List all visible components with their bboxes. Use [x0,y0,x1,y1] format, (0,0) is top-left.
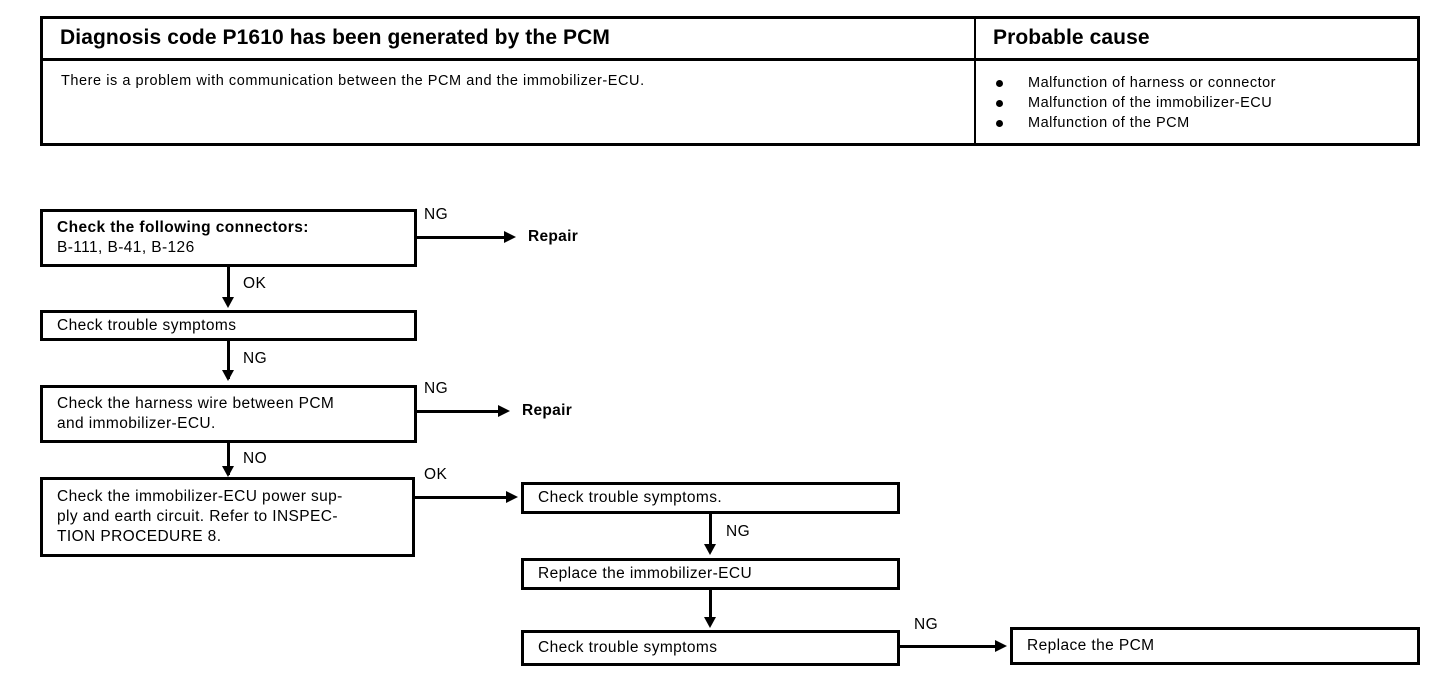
flow-terminal-repair-1: Repair [528,228,579,245]
edge-symptoms1-to-harness [227,341,230,379]
flow-node-label: Check the immobilizer-ECU power sup- ply… [57,488,343,545]
fault-description: There is a problem with communication be… [61,73,645,89]
table-header-cell-fault: Diagnosis code P1610 has been generated … [43,19,976,58]
arrowhead-down-icon [222,297,234,308]
flow-node-label: Replace the PCM [1027,637,1155,654]
flow-node-label: Check trouble symptoms. [538,489,723,506]
flow-node-label: Check the following connectors: B-111, B… [57,219,309,256]
flow-node-check-connectors: Check the following connectors: B-111, B… [40,209,417,267]
flow-node-check-symptoms-1: Check trouble symptoms [40,310,417,341]
edge-power-to-symptoms2 [415,496,510,499]
flow-node-label: Check the harness wire between PCM and i… [57,395,335,432]
diagnosis-table: Diagnosis code P1610 has been generated … [40,16,1420,146]
arrowhead-right-icon [995,640,1007,652]
edge-label-symptoms2-ng: NG [726,523,751,540]
flow-node-label: Check trouble symptoms [538,639,718,656]
flow-node-replace-ecu: Replace the immobilizer-ECU [521,558,900,590]
edge-label-power-ok: OK [424,466,448,483]
edge-connectors-to-repair [417,236,506,239]
edge-connectors-to-symptoms1 [227,267,230,300]
edge-label-symptoms3-ng: NG [914,616,939,633]
edge-label-connectors-ng: NG [424,206,449,223]
arrowhead-right-icon [498,405,510,417]
flow-node-replace-pcm: Replace the PCM [1010,627,1420,665]
flow-node-label: Check trouble symptoms [57,316,237,334]
table-body-row: There is a problem with communication be… [43,61,1417,143]
flow-node-check-harness: Check the harness wire between PCM and i… [40,385,417,443]
list-item: Malfunction of harness or connector [994,73,1417,93]
arrowhead-down-icon [704,544,716,555]
arrowhead-down-icon [222,370,234,381]
flow-node-check-power-supply: Check the immobilizer-ECU power sup- ply… [40,477,415,557]
fault-title: Diagnosis code P1610 has been generated … [60,26,611,49]
probable-cause-list: Malfunction of harness or connector Malf… [976,61,1417,133]
list-item: Malfunction of the PCM [994,113,1417,133]
edge-label-harness-ng: NG [424,380,449,397]
arrowhead-down-icon [704,617,716,628]
edge-symptoms2-to-replace-ecu [709,514,712,548]
table-header-cell-cause: Probable cause [976,19,1417,58]
flow-node-check-symptoms-2: Check trouble symptoms. [521,482,900,514]
table-cell-description: There is a problem with communication be… [43,61,976,143]
edge-label-connectors-ok: OK [243,275,267,292]
edge-label-symptoms1-ng: NG [243,350,268,367]
edge-harness-to-power [227,443,230,475]
arrowhead-right-icon [504,231,516,243]
edge-symptoms3-to-replace-pcm [900,645,998,648]
edge-harness-to-repair [417,410,500,413]
edge-label-harness-no: NO [243,450,268,467]
arrowhead-down-icon [222,466,234,477]
flow-node-check-symptoms-3: Check trouble symptoms [521,630,900,666]
table-cell-causes: Malfunction of harness or connector Malf… [976,61,1417,143]
arrowhead-right-icon [506,491,518,503]
probable-cause-title: Probable cause [993,26,1150,49]
flow-terminal-repair-2: Repair [522,402,573,419]
edge-replace-ecu-to-symptoms3 [709,590,712,620]
list-item: Malfunction of the immobilizer-ECU [994,93,1417,113]
table-header-row: Diagnosis code P1610 has been generated … [43,19,1417,61]
flow-node-label: Replace the immobilizer-ECU [538,565,753,582]
